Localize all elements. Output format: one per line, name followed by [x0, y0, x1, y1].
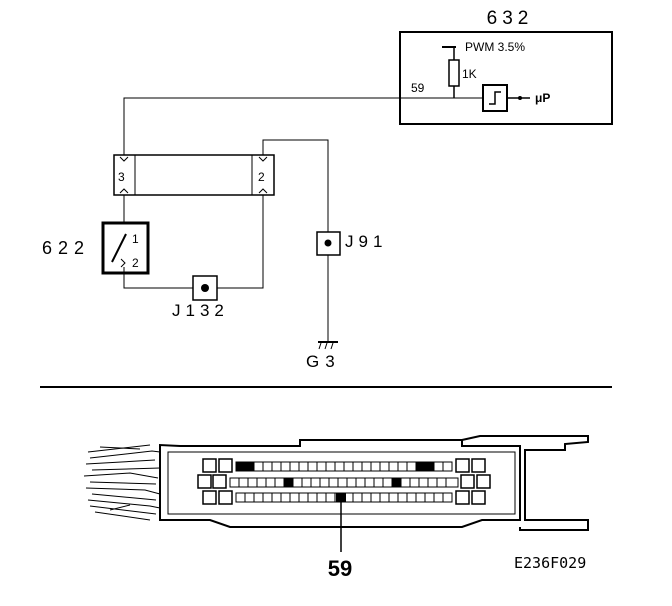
- switch-622: 1 2 622: [42, 221, 150, 275]
- junction-j132-label: J132: [172, 301, 229, 320]
- junction-j91-label: J91: [345, 232, 387, 251]
- ecu-632-label: 632: [487, 8, 534, 29]
- ground-g3: G3: [306, 341, 341, 371]
- pin-59-callout: 59: [328, 556, 352, 581]
- resistor-label: 1K: [462, 67, 477, 81]
- figure-code: E236F029: [514, 554, 586, 572]
- ecu-632: 632 PWM 3.5% 1K μP 59: [399, 8, 613, 125]
- connector-wires: [123, 139, 329, 289]
- switch-622-label: 622: [42, 238, 90, 258]
- ecu-pin-59-label: 59: [411, 81, 425, 95]
- inline-connector: 3 2: [113, 154, 275, 196]
- switch-pin-2-label: 2: [132, 256, 139, 270]
- pwm-label: PWM 3.5%: [465, 40, 525, 54]
- connector-pin-2-label: 2: [258, 170, 265, 184]
- ground-g3-label: G3: [306, 352, 341, 371]
- switch-pin-1-label: 1: [132, 232, 139, 246]
- junction-j132: J132: [172, 275, 229, 320]
- microprocessor-label: μP: [535, 91, 550, 105]
- junction-j91: J91: [316, 231, 387, 342]
- wire-bundle: [83, 444, 161, 521]
- ecu-connector-drawing: 59 E236F029: [83, 435, 589, 581]
- connector-pin-3-label: 3: [118, 170, 125, 184]
- pin-59-highlight: [336, 493, 346, 502]
- resistor-1k: [448, 59, 460, 87]
- signal-wire: [123, 97, 483, 155]
